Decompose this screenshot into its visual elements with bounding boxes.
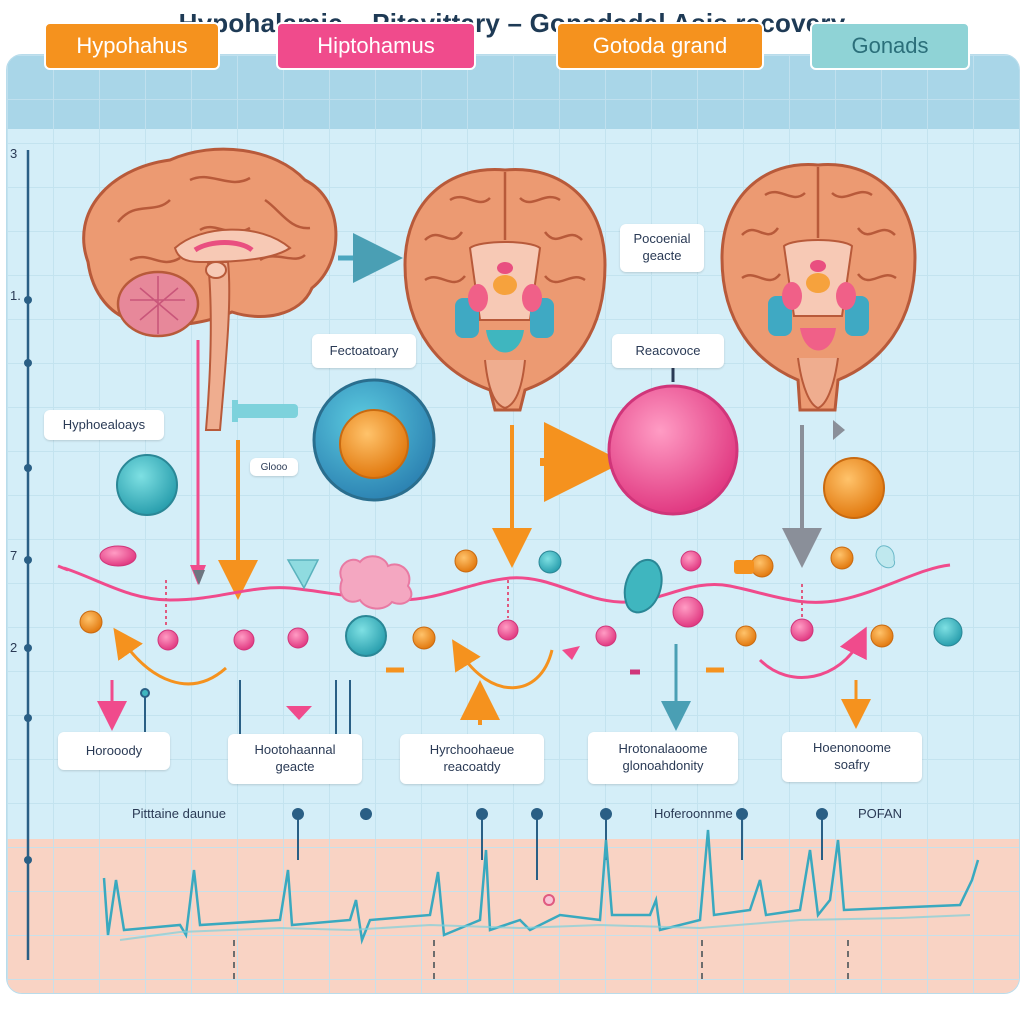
hormone-pulse-trace [102, 829, 980, 945]
vertical-axis [24, 150, 32, 960]
timeline-label: POFAN [858, 806, 903, 821]
header-hipothalamus: Hiptohamus [276, 22, 476, 70]
brain-sagittal-illustration [82, 147, 338, 431]
timeline-label: Pitttaine daunue [132, 806, 226, 821]
header-gonadal-gland: Gotoda grand [556, 22, 764, 70]
hormone-beads [79, 545, 963, 657]
label-small-tag: Glooo [250, 458, 298, 476]
hormone-cells [116, 366, 885, 519]
gland-blob [339, 555, 413, 610]
label-hyphoealoays: Hyphoealoays [44, 410, 164, 440]
box-horooody: Horooody [58, 732, 170, 770]
pins [140, 680, 828, 906]
y-tick: 7 [10, 548, 18, 563]
hormone-level-curve [63, 563, 951, 604]
y-tick: 3 [10, 146, 18, 161]
label-reacovoce: Reacovoce [612, 334, 724, 368]
y-tick: 1. [10, 288, 21, 303]
dotted-connectors [165, 580, 803, 628]
y-tick: 2 [10, 640, 18, 655]
header-hypothalamus: Hypohahus [44, 22, 220, 70]
box-hoenonoome: Hoenonoome soafry [782, 732, 922, 782]
timeline-label: Hoferoonnme [654, 806, 733, 821]
box-hootohaannal: Hootohaannal geacte [228, 734, 362, 784]
flow-arrows [190, 233, 845, 600]
brain-coronal-illustration-2 [720, 163, 917, 412]
label-fectoatoary: Fectoatoary [312, 334, 416, 368]
brain-coronal-illustration-1 [403, 168, 607, 412]
label-pocoenial: Pocoenial geacte [620, 224, 704, 272]
header-gonads: Gonads [810, 22, 970, 70]
feedback-arrows [97, 626, 871, 731]
box-hyrchoohaeue: Hyrchoohaeue reacoatdy [400, 734, 544, 784]
teal-leaf [623, 559, 663, 614]
box-hrotonalaoome: Hrotonalaoome glonoahdonity [588, 732, 738, 784]
timeline-markers [233, 940, 849, 980]
